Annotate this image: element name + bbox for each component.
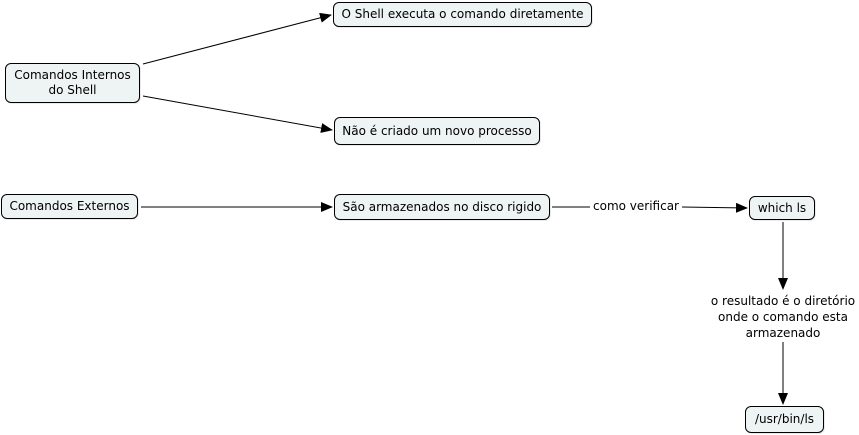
node-armazenados-disco-label: São armazenados no disco rigido [342,199,542,214]
link-label-resultado-text: o resultado é o diretório onde o comando… [710,294,856,340]
node-nao-criado-processo[interactable]: Não é criado um novo processo [334,117,540,145]
node-shell-executa[interactable]: O Shell executa o comando diretamente [333,2,592,27]
edge-internos-to-naocriado [142,95,333,133]
node-which-ls-label: which ls [757,200,807,215]
node-nao-criado-processo-label: Não é criado um novo processo [342,123,532,138]
link-label-como-verificar: como verificar [590,198,682,214]
node-comandos-internos-label: Comandos Internos do Shell [14,68,131,97]
node-comandos-internos[interactable]: Comandos Internos do Shell [5,63,140,103]
node-armazenados-disco[interactable]: São armazenados no disco rigido [334,194,550,220]
node-which-ls[interactable]: which ls [749,196,815,220]
link-label-como-verificar-text: como verificar [593,199,679,213]
node-comandos-externos[interactable]: Comandos Externos [1,194,138,219]
node-comandos-externos-label: Comandos Externos [9,199,130,213]
edge-internos-to-executa [142,12,332,65]
node-shell-executa-label: O Shell executa o comando diretamente [341,7,584,21]
edge-verificar-to-which [681,202,748,213]
link-label-resultado: o resultado é o diretório onde o comando… [703,293,859,341]
node-usr-bin-ls-label: /usr/bin/ls [754,412,815,426]
node-usr-bin-ls[interactable]: /usr/bin/ls [745,406,824,433]
